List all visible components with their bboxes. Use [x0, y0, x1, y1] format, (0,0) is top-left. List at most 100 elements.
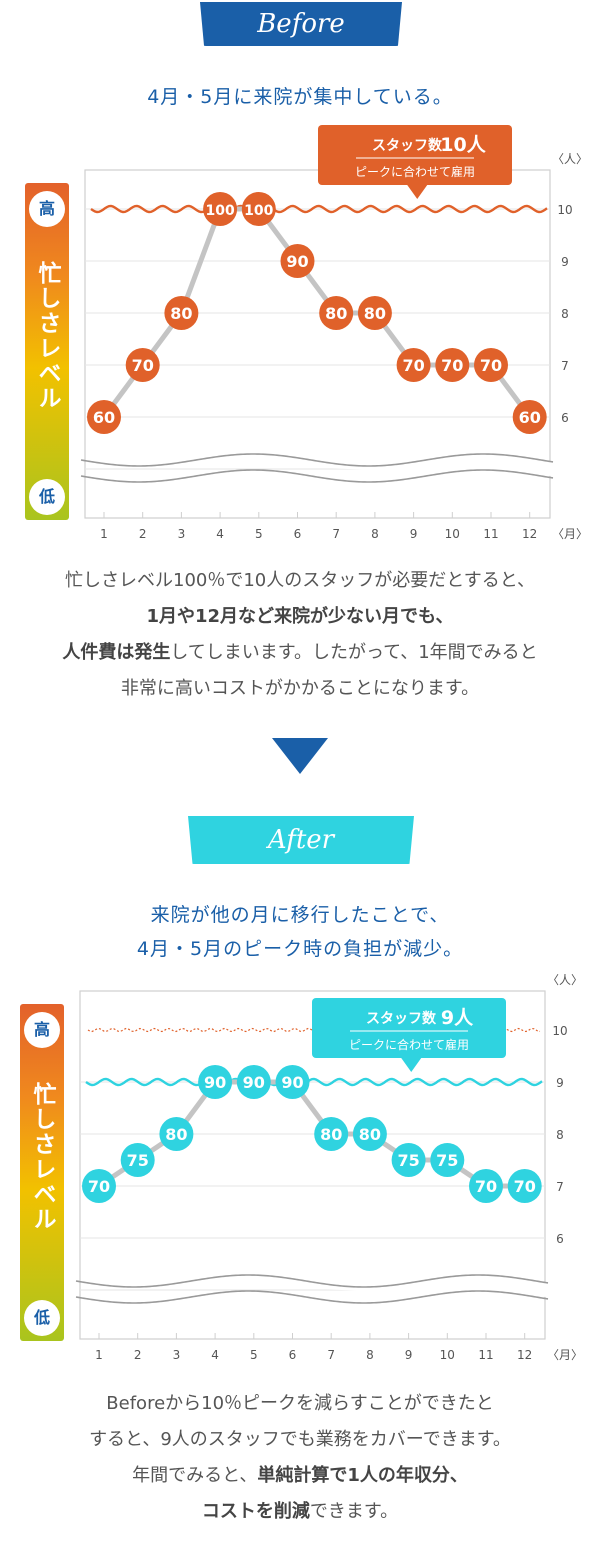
y-tick-label: 9	[561, 255, 569, 269]
data-label: 70	[402, 356, 424, 375]
x-unit-label: 〈月〉	[547, 1348, 583, 1362]
callout-pointer	[407, 185, 428, 199]
y-tick-label: 6	[561, 411, 569, 425]
x-tick-label: 12	[517, 1348, 532, 1362]
data-label: 80	[359, 1125, 381, 1144]
y-unit-label: 〈人〉	[552, 152, 588, 166]
data-point	[164, 296, 199, 330]
data-point	[203, 192, 238, 226]
callout-title: スタッフ数	[372, 137, 443, 154]
data-label: 60	[93, 408, 115, 427]
callout-sub: ピークに合わせて雇用	[355, 164, 475, 179]
data-label: 80	[364, 304, 386, 323]
y-tick-label: 9	[556, 1076, 564, 1090]
data-point	[125, 348, 160, 382]
data-point	[82, 1169, 116, 1203]
y-tick-label: 7	[556, 1180, 564, 1194]
x-tick-label: 10	[440, 1348, 455, 1362]
data-point	[352, 1117, 387, 1151]
data-label: 80	[320, 1125, 342, 1144]
after-para-line2: すると、9人のスタッフでも業務をカバーできます。	[89, 1429, 511, 1450]
data-label: 70	[475, 1177, 497, 1196]
before-level-bar: 高 忙しさレベル 低	[25, 183, 69, 520]
data-point	[430, 1143, 465, 1177]
data-point	[391, 1143, 426, 1177]
axis-break-line	[75, 1274, 549, 1288]
x-tick-label: 3	[178, 527, 186, 541]
x-tick-label: 4	[211, 1348, 219, 1362]
callout-box	[312, 998, 506, 1058]
after-paragraph: Beforeから10％ピークを減らすことができたと すると、9人のスタッフでも業…	[0, 1386, 600, 1530]
x-tick-label: 7	[332, 527, 340, 541]
data-point	[319, 296, 354, 330]
data-label: 75	[127, 1151, 149, 1170]
level-high-label: 高	[24, 1012, 60, 1048]
callout-pointer	[401, 1058, 422, 1072]
data-label: 70	[480, 356, 502, 375]
data-label: 90	[281, 1073, 303, 1092]
after-level-bar: 高 忙しさレベル 低	[20, 1004, 64, 1341]
level-low-label: 低	[24, 1300, 60, 1336]
callout-box	[318, 125, 512, 185]
data-point	[241, 192, 276, 226]
y-tick-label: 8	[556, 1128, 564, 1142]
level-label: 忙しさレベル	[29, 1082, 55, 1232]
x-tick-label: 1	[95, 1348, 103, 1362]
x-tick-label: 2	[134, 1348, 142, 1362]
x-tick-label: 7	[327, 1348, 335, 1362]
before-para-line1: 忙しさレベル100％で10人のスタッフが必要だとすると、	[65, 570, 535, 591]
data-label: 70	[514, 1177, 536, 1196]
data-point	[469, 1169, 503, 1203]
callout-title: スタッフ数	[366, 1010, 437, 1027]
data-label: 75	[397, 1151, 419, 1170]
x-tick-label: 9	[405, 1348, 413, 1362]
x-tick-label: 11	[478, 1348, 493, 1362]
staff-line	[85, 1077, 543, 1087]
callout-sub: ピークに合わせて雇用	[349, 1037, 469, 1052]
data-point	[396, 348, 431, 382]
after-para-line3: 年間でみると、単純計算で1人の年収分、	[132, 1465, 468, 1486]
data-label: 100	[205, 203, 234, 219]
data-point	[357, 296, 392, 330]
data-point	[87, 400, 121, 434]
before-tab: Before	[200, 2, 402, 46]
level-low-label: 低	[29, 479, 65, 515]
axis-break-line	[75, 1290, 549, 1304]
x-tick-label: 9	[410, 527, 418, 541]
y-tick-label: 7	[561, 359, 569, 373]
down-arrow-icon	[272, 738, 328, 774]
x-tick-label: 2	[139, 527, 147, 541]
before-para-line3: 人件費は発生してしまいます。したがって、1年間でみると	[62, 642, 538, 663]
level-label: 忙しさレベル	[34, 261, 60, 411]
x-tick-label: 1	[100, 527, 108, 541]
axis-break-line	[80, 469, 554, 483]
after-tab: After	[188, 816, 414, 864]
data-label: 90	[204, 1073, 226, 1092]
before-paragraph: 忙しさレベル100％で10人のスタッフが必要だとすると、 1月や12月など来院が…	[0, 563, 600, 707]
data-point	[507, 1169, 542, 1203]
x-tick-label: 6	[289, 1348, 297, 1362]
y-unit-label: 〈人〉	[547, 973, 583, 987]
data-label: 80	[170, 304, 192, 323]
axis-break-line	[80, 453, 554, 467]
x-tick-label: 12	[522, 527, 537, 541]
data-label: 75	[436, 1151, 458, 1170]
data-point	[120, 1143, 155, 1177]
data-label: 100	[244, 203, 273, 219]
data-point	[474, 348, 508, 382]
data-point	[435, 348, 470, 382]
before-para-line2: 1月や12月など来院が少ない月でも、	[146, 606, 454, 627]
data-label: 60	[519, 408, 541, 427]
before-para-line4: 非常に高いコストがかかることになります。	[120, 678, 480, 699]
staff-line	[90, 204, 548, 214]
x-tick-label: 5	[255, 527, 263, 541]
before-heading: 4月・5月に来院が集中している。	[147, 86, 453, 108]
data-point	[275, 1065, 310, 1099]
x-tick-label: 8	[366, 1348, 374, 1362]
y-tick-label: 8	[561, 307, 569, 321]
x-tick-label: 11	[483, 527, 498, 541]
data-point	[236, 1065, 271, 1099]
data-point	[280, 244, 315, 278]
